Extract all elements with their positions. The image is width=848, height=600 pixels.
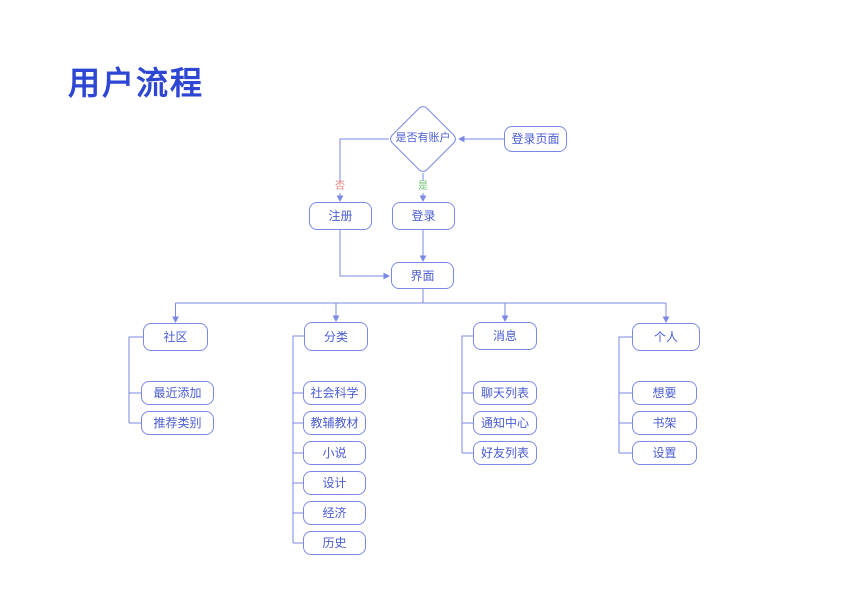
section-community-node: 社区 bbox=[143, 323, 208, 351]
section-message-node: 消息 bbox=[473, 322, 537, 350]
category-child-node: 经济 bbox=[303, 501, 366, 525]
bracket-message bbox=[461, 335, 473, 454]
category-child-node: 设计 bbox=[303, 471, 366, 495]
section-category-node: 分类 bbox=[304, 322, 368, 351]
bracket-category bbox=[292, 335, 304, 544]
edge-register-to-interface bbox=[339, 230, 390, 280]
community-child-node: 推荐类别 bbox=[141, 411, 214, 435]
decision-node: 是否有账户 bbox=[395, 132, 451, 144]
branch-no-label: 否 bbox=[334, 181, 346, 193]
page-title: 用户流程 bbox=[68, 65, 205, 101]
edge-login-to-interface bbox=[419, 230, 427, 262]
edge-interface-to-sections bbox=[172, 289, 670, 323]
category-child-node: 历史 bbox=[303, 531, 366, 555]
message-child-node: 聊天列表 bbox=[473, 381, 537, 405]
message-child-node: 通知中心 bbox=[473, 411, 537, 435]
personal-child-node: 想要 bbox=[632, 381, 697, 405]
edge-decision-to-register bbox=[336, 138, 389, 202]
branch-yes-label: 是 bbox=[417, 181, 429, 193]
category-child-node: 小说 bbox=[303, 441, 366, 465]
category-child-node: 社会科学 bbox=[303, 381, 366, 405]
message-child-node: 好友列表 bbox=[473, 441, 537, 465]
edge-loginpage-to-decision bbox=[458, 135, 504, 143]
category-child-node: 教辅教材 bbox=[303, 411, 366, 435]
section-personal-node: 个人 bbox=[632, 323, 700, 351]
login-node: 登录 bbox=[392, 202, 455, 230]
bracket-community bbox=[128, 336, 143, 424]
register-node: 注册 bbox=[309, 202, 372, 230]
community-child-node: 最近添加 bbox=[141, 381, 214, 405]
login-page-node: 登录页面 bbox=[504, 126, 567, 152]
interface-node: 界面 bbox=[391, 262, 454, 289]
personal-child-node: 设置 bbox=[632, 441, 697, 465]
personal-child-node: 书架 bbox=[632, 411, 697, 435]
bracket-personal bbox=[618, 336, 632, 454]
